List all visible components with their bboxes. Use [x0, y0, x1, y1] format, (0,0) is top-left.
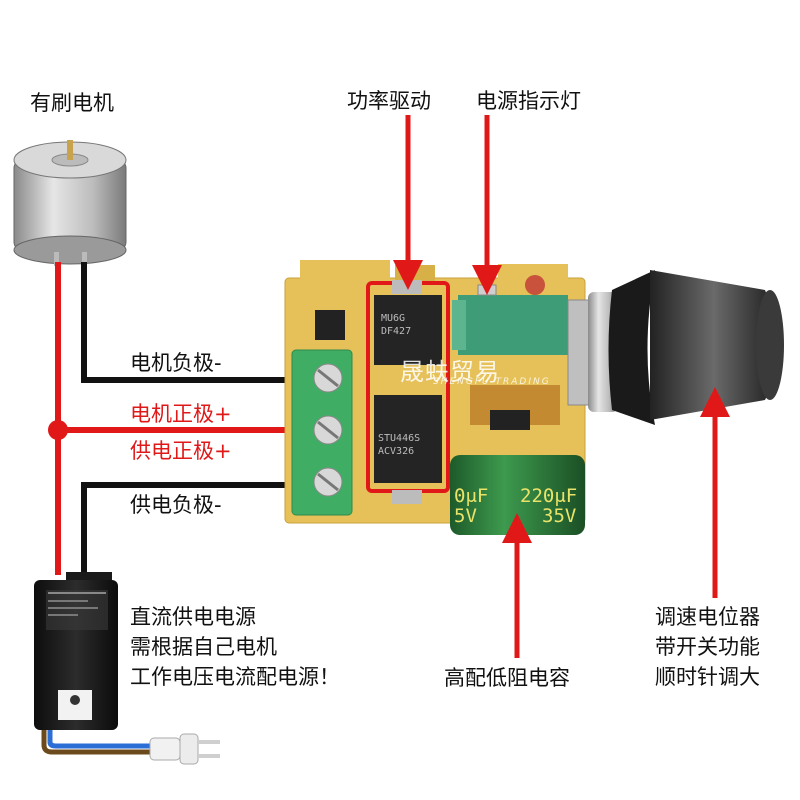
- label-capacitor: 高配低阻电容: [444, 666, 570, 690]
- label-potentiometer: 调速电位器 带开关功能 顺时针调大: [655, 602, 760, 692]
- capacitor-icon: [450, 455, 585, 535]
- power-indicator-led: [477, 284, 497, 296]
- watermark-text: 晟蚨贸易: [400, 358, 500, 386]
- mosfet-bottom-line1: STU446S: [378, 433, 421, 444]
- label-supply-positive: 供电正极+: [130, 439, 232, 463]
- potentiometer-line1: 调速电位器: [655, 605, 760, 629]
- mosfet-top-line2: DF427: [381, 326, 412, 337]
- potentiometer-line2: 带开关功能: [655, 635, 760, 659]
- mosfet-top-marking: MU6G DF427: [381, 312, 411, 338]
- arrows: [393, 115, 730, 658]
- capacitor-value: 220μF: [520, 485, 578, 507]
- potentiometer-line3: 顺时针调大: [655, 665, 760, 689]
- label-motor-positive: 电机正极+: [130, 402, 232, 426]
- capacitor-marking: 220μF 35V: [520, 486, 577, 526]
- label-power-indicator: 电源指示灯: [476, 89, 581, 113]
- motor-icon: [13, 140, 127, 266]
- capacitor-left-value: 0μF: [454, 485, 489, 507]
- watermark-subtext: SHENGFU TRADING: [433, 377, 551, 387]
- dc-power-line1: 直流供电电源: [130, 605, 256, 629]
- potentiometer-knob-icon: [567, 270, 784, 425]
- mosfet-top-line1: MU6G: [381, 313, 406, 324]
- label-supply-negative: 供电负极-: [130, 493, 222, 517]
- power-adapter-icon: [34, 572, 118, 730]
- plug-icon: [149, 733, 220, 765]
- label-power-driver: 功率驱动: [347, 89, 431, 113]
- capacitor-left-voltage: 5V: [454, 505, 477, 527]
- label-motor: 有刷电机: [30, 91, 114, 115]
- mosfet-bottom-marking: STU446S ACV326: [378, 432, 420, 458]
- dc-power-line2: 需根据自己电机: [130, 635, 277, 659]
- capacitor-left-marking: 0μF 5V: [454, 486, 488, 526]
- mosfet-bottom-line2: ACV326: [378, 446, 415, 457]
- capacitor-voltage: 35V: [542, 505, 577, 527]
- label-dc-power: 直流供电电源 需根据自己电机 工作电压电流配电源！: [130, 602, 340, 692]
- label-motor-negative: 电机负极-: [130, 351, 222, 375]
- dc-power-line3: 工作电压电流配电源！: [130, 665, 340, 689]
